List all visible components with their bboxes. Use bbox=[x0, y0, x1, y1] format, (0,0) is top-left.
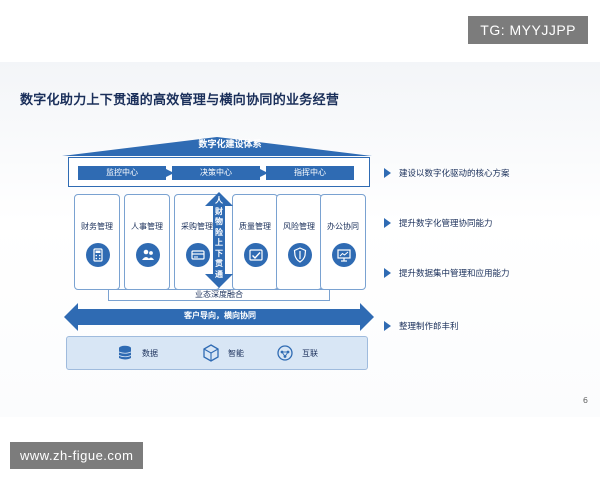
card-icon bbox=[186, 243, 210, 267]
base-item-connectivity: 互联 bbox=[276, 344, 318, 362]
roof-shape bbox=[62, 137, 372, 156]
horizontal-arrow-label: 客户导向，横向协同 bbox=[184, 311, 256, 320]
base-label: 智能 bbox=[228, 348, 244, 358]
arrow-right-icon bbox=[260, 169, 268, 177]
people-icon bbox=[136, 243, 160, 267]
triangle-bullet-icon bbox=[384, 268, 391, 278]
benefit-item: 提升数据集中管理和应用能力 bbox=[384, 267, 510, 279]
benefit-item: 整理制作郎丰利 bbox=[384, 320, 459, 332]
pillar-label: 风险管理 bbox=[283, 222, 315, 231]
database-icon bbox=[116, 344, 134, 362]
center-command: 指挥中心 bbox=[266, 166, 354, 180]
cube-icon bbox=[202, 344, 220, 362]
watermark-bottom: www.zh-figue.com bbox=[10, 442, 144, 469]
pillar-label: 质量管理 bbox=[239, 222, 271, 231]
arrow-right-icon bbox=[166, 169, 174, 177]
base-label: 数据 bbox=[142, 348, 158, 358]
triangle-bullet-icon bbox=[384, 168, 391, 178]
vertical-double-arrow bbox=[205, 192, 233, 288]
pillar-label: 财务管理 bbox=[81, 222, 113, 231]
horizontal-double-arrow bbox=[64, 303, 374, 331]
slide-title: 数字化助力上下贯通的高效管理与横向协同的业务经营 bbox=[20, 93, 340, 108]
quality-icon bbox=[244, 243, 268, 267]
roof-label: 数字化建设体系 bbox=[198, 140, 262, 150]
pillar-hr: 人事管理 bbox=[124, 194, 170, 290]
pillar-office: 办公协同 bbox=[320, 194, 366, 290]
benefit-text: 建设以数字化驱动的核心方案 bbox=[399, 169, 510, 179]
triangle-bullet-icon bbox=[384, 321, 391, 331]
pillar-label: 人事管理 bbox=[131, 222, 163, 231]
base-label: 互联 bbox=[302, 348, 318, 358]
shield-icon bbox=[288, 243, 312, 267]
benefit-item: 建设以数字化驱动的核心方案 bbox=[384, 167, 510, 179]
benefit-text: 整理制作郎丰利 bbox=[399, 322, 459, 332]
base-item-intelligence: 智能 bbox=[202, 344, 244, 362]
center-monitor: 监控中心 bbox=[78, 166, 166, 180]
fusion-bar: 业态深度融合 bbox=[108, 289, 330, 301]
watermark-top: TG: MYYJJPP bbox=[468, 16, 588, 44]
base-foundation bbox=[66, 336, 368, 370]
pillar-quality: 质量管理 bbox=[232, 194, 278, 290]
vertical-arrow-label: 人财物险上下贯通 bbox=[215, 196, 223, 279]
triangle-bullet-icon bbox=[384, 218, 391, 228]
center-decision: 决策中心 bbox=[172, 166, 260, 180]
calculator-icon bbox=[86, 243, 110, 267]
benefit-text: 提升数据集中管理和应用能力 bbox=[399, 269, 510, 279]
link-icon bbox=[276, 344, 294, 362]
presentation-icon bbox=[332, 243, 356, 267]
page-number: 6 bbox=[582, 396, 588, 405]
benefit-text: 提升数字化管理协同能力 bbox=[399, 219, 493, 229]
base-item-data: 数据 bbox=[116, 344, 158, 362]
pillar-label: 办公协同 bbox=[327, 222, 359, 231]
pillar-label: 采购管理 bbox=[181, 222, 213, 231]
benefit-item: 提升数字化管理协同能力 bbox=[384, 217, 493, 229]
pillar-finance: 财务管理 bbox=[74, 194, 120, 290]
pillar-risk: 风险管理 bbox=[276, 194, 322, 290]
